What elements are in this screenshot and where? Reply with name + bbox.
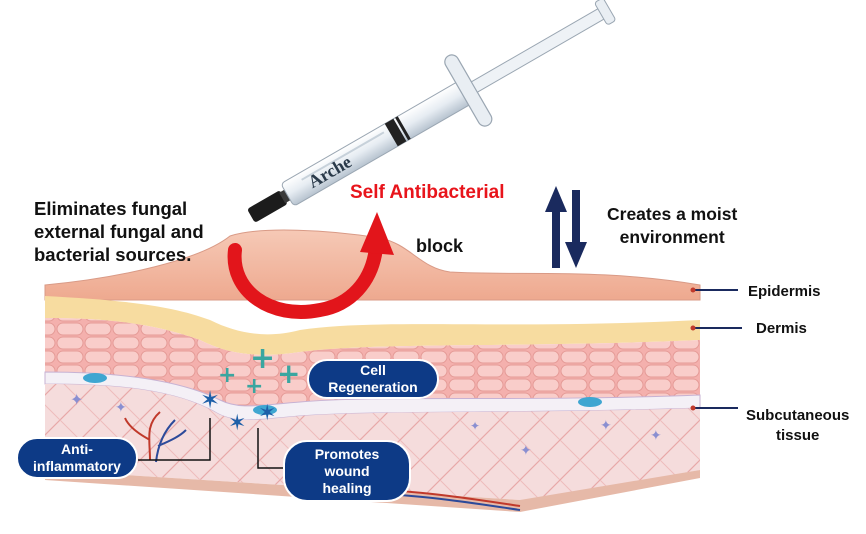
basal-cell bbox=[578, 397, 602, 407]
down-arrow-head bbox=[565, 242, 587, 268]
dermis-label: Dermis bbox=[756, 320, 807, 337]
vessel-red bbox=[124, 411, 161, 461]
star-mark: ✦ bbox=[520, 443, 532, 459]
subcutaneous-label: Subcutaneous tissue bbox=[746, 407, 850, 444]
basal-cell bbox=[253, 405, 277, 415]
basal-cell bbox=[83, 373, 107, 383]
plus-signs: + + + + bbox=[218, 341, 300, 399]
star-mark: ✦ bbox=[470, 419, 480, 433]
red-curved-arrow bbox=[227, 212, 394, 319]
moist-environment-label: Creates a moist environment bbox=[607, 204, 738, 247]
eliminates-label: Eliminates fungal external fungal and ba… bbox=[34, 198, 204, 265]
tissue-stars: ✦ ✦ ✦ ✦ ✦ ✦ bbox=[70, 390, 662, 459]
wound-healing-badge: Promotes wound healing bbox=[283, 440, 411, 502]
syringe: Arche bbox=[248, 0, 616, 222]
anti-inflammatory-badge: Anti- inflammatory bbox=[16, 437, 138, 479]
star-mark: ✦ bbox=[650, 428, 662, 444]
vessel-blue bbox=[155, 419, 187, 463]
layer-pointers bbox=[690, 287, 742, 411]
wound-healing-connector bbox=[257, 428, 283, 469]
plus-mark: + bbox=[245, 374, 263, 399]
star-mark: ✶ bbox=[258, 401, 276, 426]
yellow-band bbox=[45, 296, 700, 355]
star-mark: ✦ bbox=[600, 418, 612, 434]
cell-regeneration-badge: Cell Regeneration bbox=[307, 359, 439, 399]
epidermis-label: Epidermis bbox=[748, 283, 821, 300]
star-mark: ✦ bbox=[115, 400, 127, 416]
healing-stars: ✶ ✶ ✶ bbox=[200, 386, 276, 436]
red-arrow-head bbox=[360, 212, 394, 255]
star-mark: ✶ bbox=[200, 386, 220, 414]
self-antibacterial-label: Self Antibacterial bbox=[350, 182, 505, 203]
blood-vessels bbox=[124, 411, 187, 463]
plus-mark: + bbox=[250, 341, 275, 376]
badge-connectors bbox=[138, 418, 283, 469]
star-mark: ✦ bbox=[70, 390, 83, 409]
anti-inflammatory-connector bbox=[138, 418, 211, 461]
syringe-plunger bbox=[470, 6, 608, 93]
plus-mark: + bbox=[218, 363, 236, 388]
syringe-needle-cap bbox=[248, 191, 287, 222]
plus-mark: + bbox=[277, 357, 300, 390]
up-arrow-head bbox=[545, 186, 567, 212]
moisture-arrows bbox=[545, 186, 587, 268]
star-mark: ✶ bbox=[228, 411, 246, 436]
block-label: block bbox=[416, 236, 464, 256]
